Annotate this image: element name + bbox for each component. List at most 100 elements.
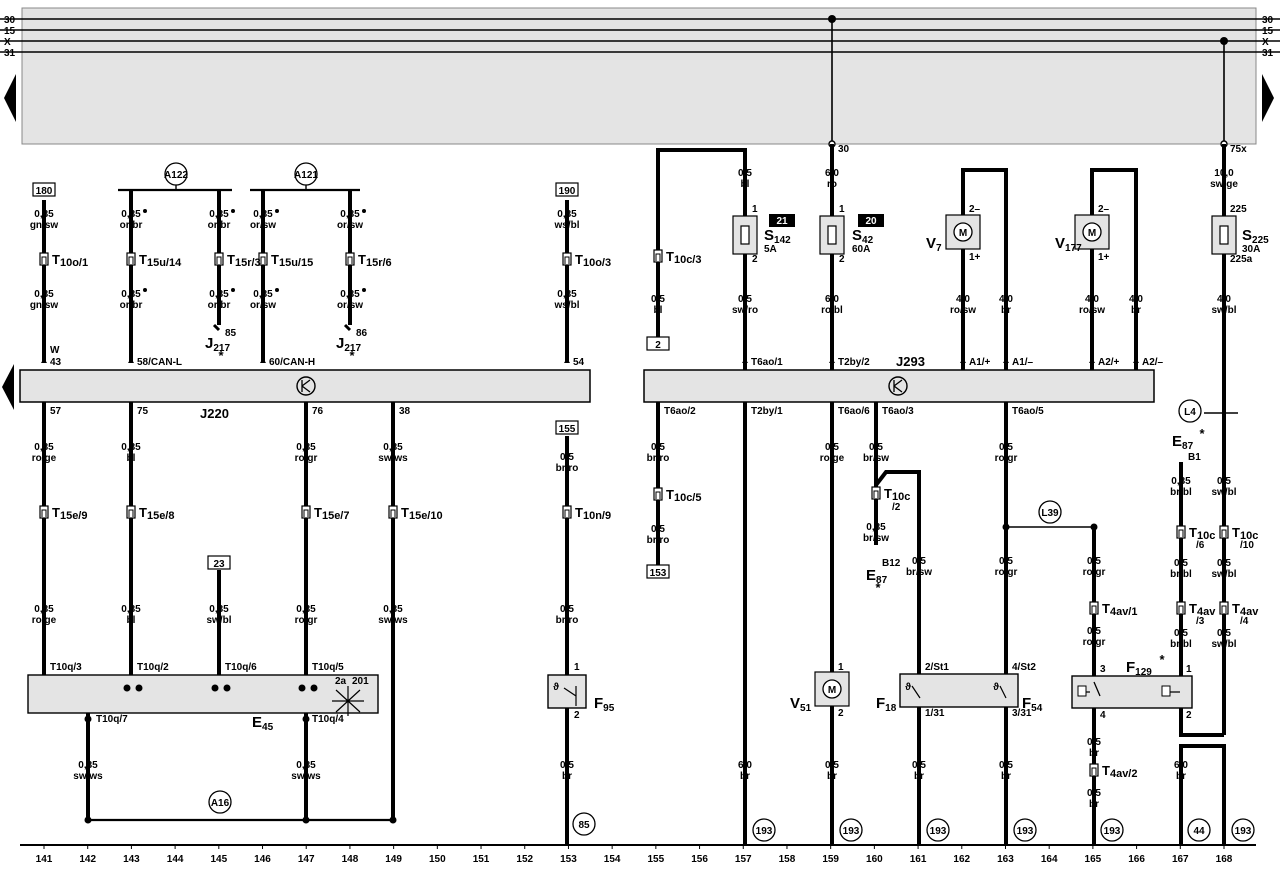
tag-20 bbox=[858, 214, 884, 227]
bus-lines bbox=[0, 18, 1280, 53]
top-wire-1-size: 0,35 bbox=[121, 209, 141, 220]
prev-page-arrow-icon[interactable] bbox=[4, 74, 16, 122]
circle-193-168 bbox=[1231, 818, 1255, 842]
connector-bottom-0-label: T15e/9 bbox=[52, 505, 87, 522]
connector-t10n9-label: T10n/9 bbox=[575, 505, 611, 522]
connector-t10n9-pin bbox=[564, 509, 570, 517]
s225-pin1: 225 bbox=[1230, 204, 1247, 215]
next-page-arrow-icon[interactable] bbox=[1262, 74, 1274, 122]
j293-symbol bbox=[888, 376, 908, 396]
f95-upper-size: 0,5 bbox=[560, 452, 574, 463]
pin-57: 57 bbox=[50, 406, 62, 417]
motor-v51-icon bbox=[822, 679, 842, 699]
bottom-wire-upper-4-color: sw/ws bbox=[378, 453, 408, 464]
connector-t10c10-pin bbox=[1221, 529, 1227, 537]
f95-lower-size: 0,5 bbox=[560, 604, 574, 615]
components bbox=[27, 162, 1255, 842]
f95-label: F95 bbox=[594, 695, 615, 714]
v7-pinm: A1/– bbox=[1012, 357, 1034, 368]
footer-number-153: 153 bbox=[560, 854, 577, 865]
ref-box-23-text: 23 bbox=[213, 559, 225, 570]
pin-arrow-icon bbox=[1003, 358, 1009, 363]
s42-in-size: 6,0 bbox=[825, 168, 839, 179]
module-left-arrow-icon bbox=[2, 364, 14, 410]
bus-label-15-left: 15 bbox=[4, 26, 16, 37]
t10c6-suffix: /6 bbox=[1196, 540, 1205, 551]
f129-mid-color: ro/gr bbox=[1083, 637, 1106, 648]
top-wire-2-color: or/br bbox=[208, 220, 231, 231]
connector-t4av1-label: T4av/1 bbox=[1102, 601, 1137, 618]
connector-top-0-icon bbox=[39, 252, 49, 266]
v177-pinp: A2/+ bbox=[1098, 357, 1120, 368]
v7-m: M bbox=[959, 228, 967, 239]
connector-t10c10-icon bbox=[1219, 525, 1229, 539]
junction-dot bbox=[1002, 523, 1010, 531]
ref-box-155 bbox=[555, 420, 579, 435]
connector-top-3-label: T15u/15 bbox=[271, 252, 313, 269]
top-wire-4-color: or/sw bbox=[337, 220, 363, 231]
t4av4-lower-size: 0,5 bbox=[1217, 628, 1231, 639]
switch-f129 bbox=[1071, 675, 1193, 709]
pin-arrow-icon bbox=[960, 358, 966, 363]
ref-box-2-text: 2 bbox=[655, 340, 661, 351]
bottom-wire-lower-1-size: 0,35 bbox=[121, 604, 141, 615]
t10c10-lower-color: sw/bl bbox=[1211, 569, 1236, 580]
connector-top-4-pin bbox=[347, 256, 353, 264]
j217-label-1: J217 bbox=[336, 335, 361, 354]
pin-76: 76 bbox=[312, 406, 324, 417]
connector-t10c2-pin bbox=[873, 490, 879, 498]
g167-ground-color: br bbox=[1176, 771, 1186, 782]
bus-label-30-right: 30 bbox=[1262, 15, 1274, 26]
circle-44-text: 44 bbox=[1193, 826, 1205, 837]
s42-out-size: 6,0 bbox=[825, 294, 839, 305]
connector-bottom-3-icon bbox=[301, 505, 311, 519]
v177-pin1: 1+ bbox=[1098, 252, 1110, 263]
connector-t10c6-icon bbox=[1176, 525, 1186, 539]
pin-t6ao1: T6ao/1 bbox=[751, 357, 783, 368]
t4av2-lower-size: 0,5 bbox=[1087, 788, 1101, 799]
circle-l39-text: L39 bbox=[1041, 508, 1059, 519]
f54-ground-color: br bbox=[1001, 771, 1011, 782]
j293-label: J293 bbox=[896, 354, 925, 369]
t10c10-suffix: /10 bbox=[1240, 540, 1254, 551]
top-wire-lower-1-size: 0,35 bbox=[121, 289, 141, 300]
footer-number-149: 149 bbox=[385, 854, 402, 865]
circle-193-163-text: 193 bbox=[1017, 826, 1034, 837]
marker-dot bbox=[362, 288, 366, 292]
connector-t10c10-label: T10c bbox=[1232, 525, 1258, 542]
t4av2-upper-size: 0,5 bbox=[1087, 737, 1101, 748]
fuse-s142-icon bbox=[740, 225, 750, 245]
junction-dot bbox=[84, 715, 92, 723]
footer-number-167: 167 bbox=[1172, 854, 1189, 865]
connector-t10c2-label: T10c bbox=[884, 486, 910, 503]
t10c2-lower-size: 0,35 bbox=[866, 522, 886, 533]
t6ao2-upper-color: br/ro bbox=[647, 453, 670, 464]
v177-label: V177 bbox=[1055, 235, 1082, 254]
v177-m: M bbox=[1088, 228, 1096, 239]
marker-dot bbox=[275, 288, 279, 292]
v51-upper-color: ro/ge bbox=[820, 453, 845, 464]
j217-pin-1: 86 bbox=[356, 328, 368, 339]
connector-t4av4-label: T4av bbox=[1232, 601, 1259, 618]
f129-pin4: 4 bbox=[1100, 710, 1106, 721]
s42-in-color: ro bbox=[827, 179, 837, 190]
bottom-wire-upper-0-size: 0,35 bbox=[34, 442, 54, 453]
marker-dot bbox=[362, 209, 366, 213]
junction-dot bbox=[302, 816, 310, 824]
supply-tap-30: 30 bbox=[828, 15, 850, 155]
junction-dot bbox=[123, 684, 131, 692]
v51-upper-size: 0,5 bbox=[825, 442, 839, 453]
s42-pin2: 2 bbox=[839, 254, 845, 265]
connector-t4av3-icon bbox=[1176, 601, 1186, 615]
v177-minus-color: br bbox=[1131, 305, 1141, 316]
connector-top-0-label: T10o/1 bbox=[52, 252, 88, 269]
bus-label-30-left: 30 bbox=[4, 15, 16, 26]
motor-v177-icon bbox=[1082, 222, 1102, 242]
f95-upper-color: br/ro bbox=[556, 463, 579, 474]
t2by1-ground-color: br bbox=[740, 771, 750, 782]
v7-loop bbox=[961, 168, 1008, 370]
bus-label-31-right: 31 bbox=[1262, 48, 1274, 59]
circle-44 bbox=[1187, 818, 1211, 842]
j220-symbol bbox=[296, 376, 316, 396]
f129-pin1: 1 bbox=[1186, 664, 1192, 675]
